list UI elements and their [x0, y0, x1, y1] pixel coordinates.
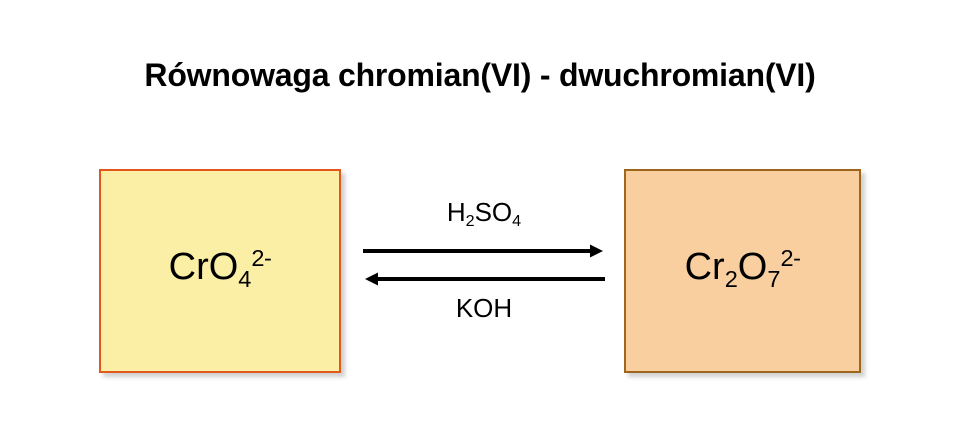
- formula-dichromate-element-1: Cr: [684, 246, 725, 288]
- reagent-forward-element-1: H: [446, 197, 466, 227]
- formula-dichromate-element-2: O: [737, 246, 768, 288]
- formula-dichromate-subscript-1: 2: [724, 265, 738, 292]
- reagent-label-reverse: KOH: [455, 293, 513, 323]
- reagent-label-forward: H2SO4: [362, 197, 606, 231]
- formula-chromate-element: CrO: [168, 246, 239, 288]
- formula-dichromate-subscript-2: 7: [767, 265, 781, 292]
- reagent-forward-subscript-2: 4: [512, 212, 522, 231]
- reaction-arrows-group: H2SO4 KOH: [362, 195, 606, 335]
- reagent-forward-element-2: SO: [474, 197, 513, 227]
- formula-chromate: CrO42-: [168, 245, 272, 290]
- arrow-forward-right-icon: [363, 244, 603, 258]
- formula-dichromate: Cr2O72-: [684, 245, 801, 290]
- page-title: Równowaga chromian(VI) - dwuchromian(VI): [144, 57, 816, 93]
- species-box-dichromate: Cr2O72-: [624, 169, 861, 373]
- species-box-chromate: CrO42-: [99, 169, 341, 373]
- equilibrium-arrows-icon: [363, 244, 605, 286]
- formula-chromate-subscript: 4: [238, 265, 252, 292]
- formula-chromate-charge: 2-: [251, 245, 272, 272]
- formula-dichromate-charge: 2-: [780, 245, 801, 272]
- reagent-forward-subscript-1: 2: [465, 212, 475, 231]
- arrow-reverse-left-icon: [365, 272, 605, 286]
